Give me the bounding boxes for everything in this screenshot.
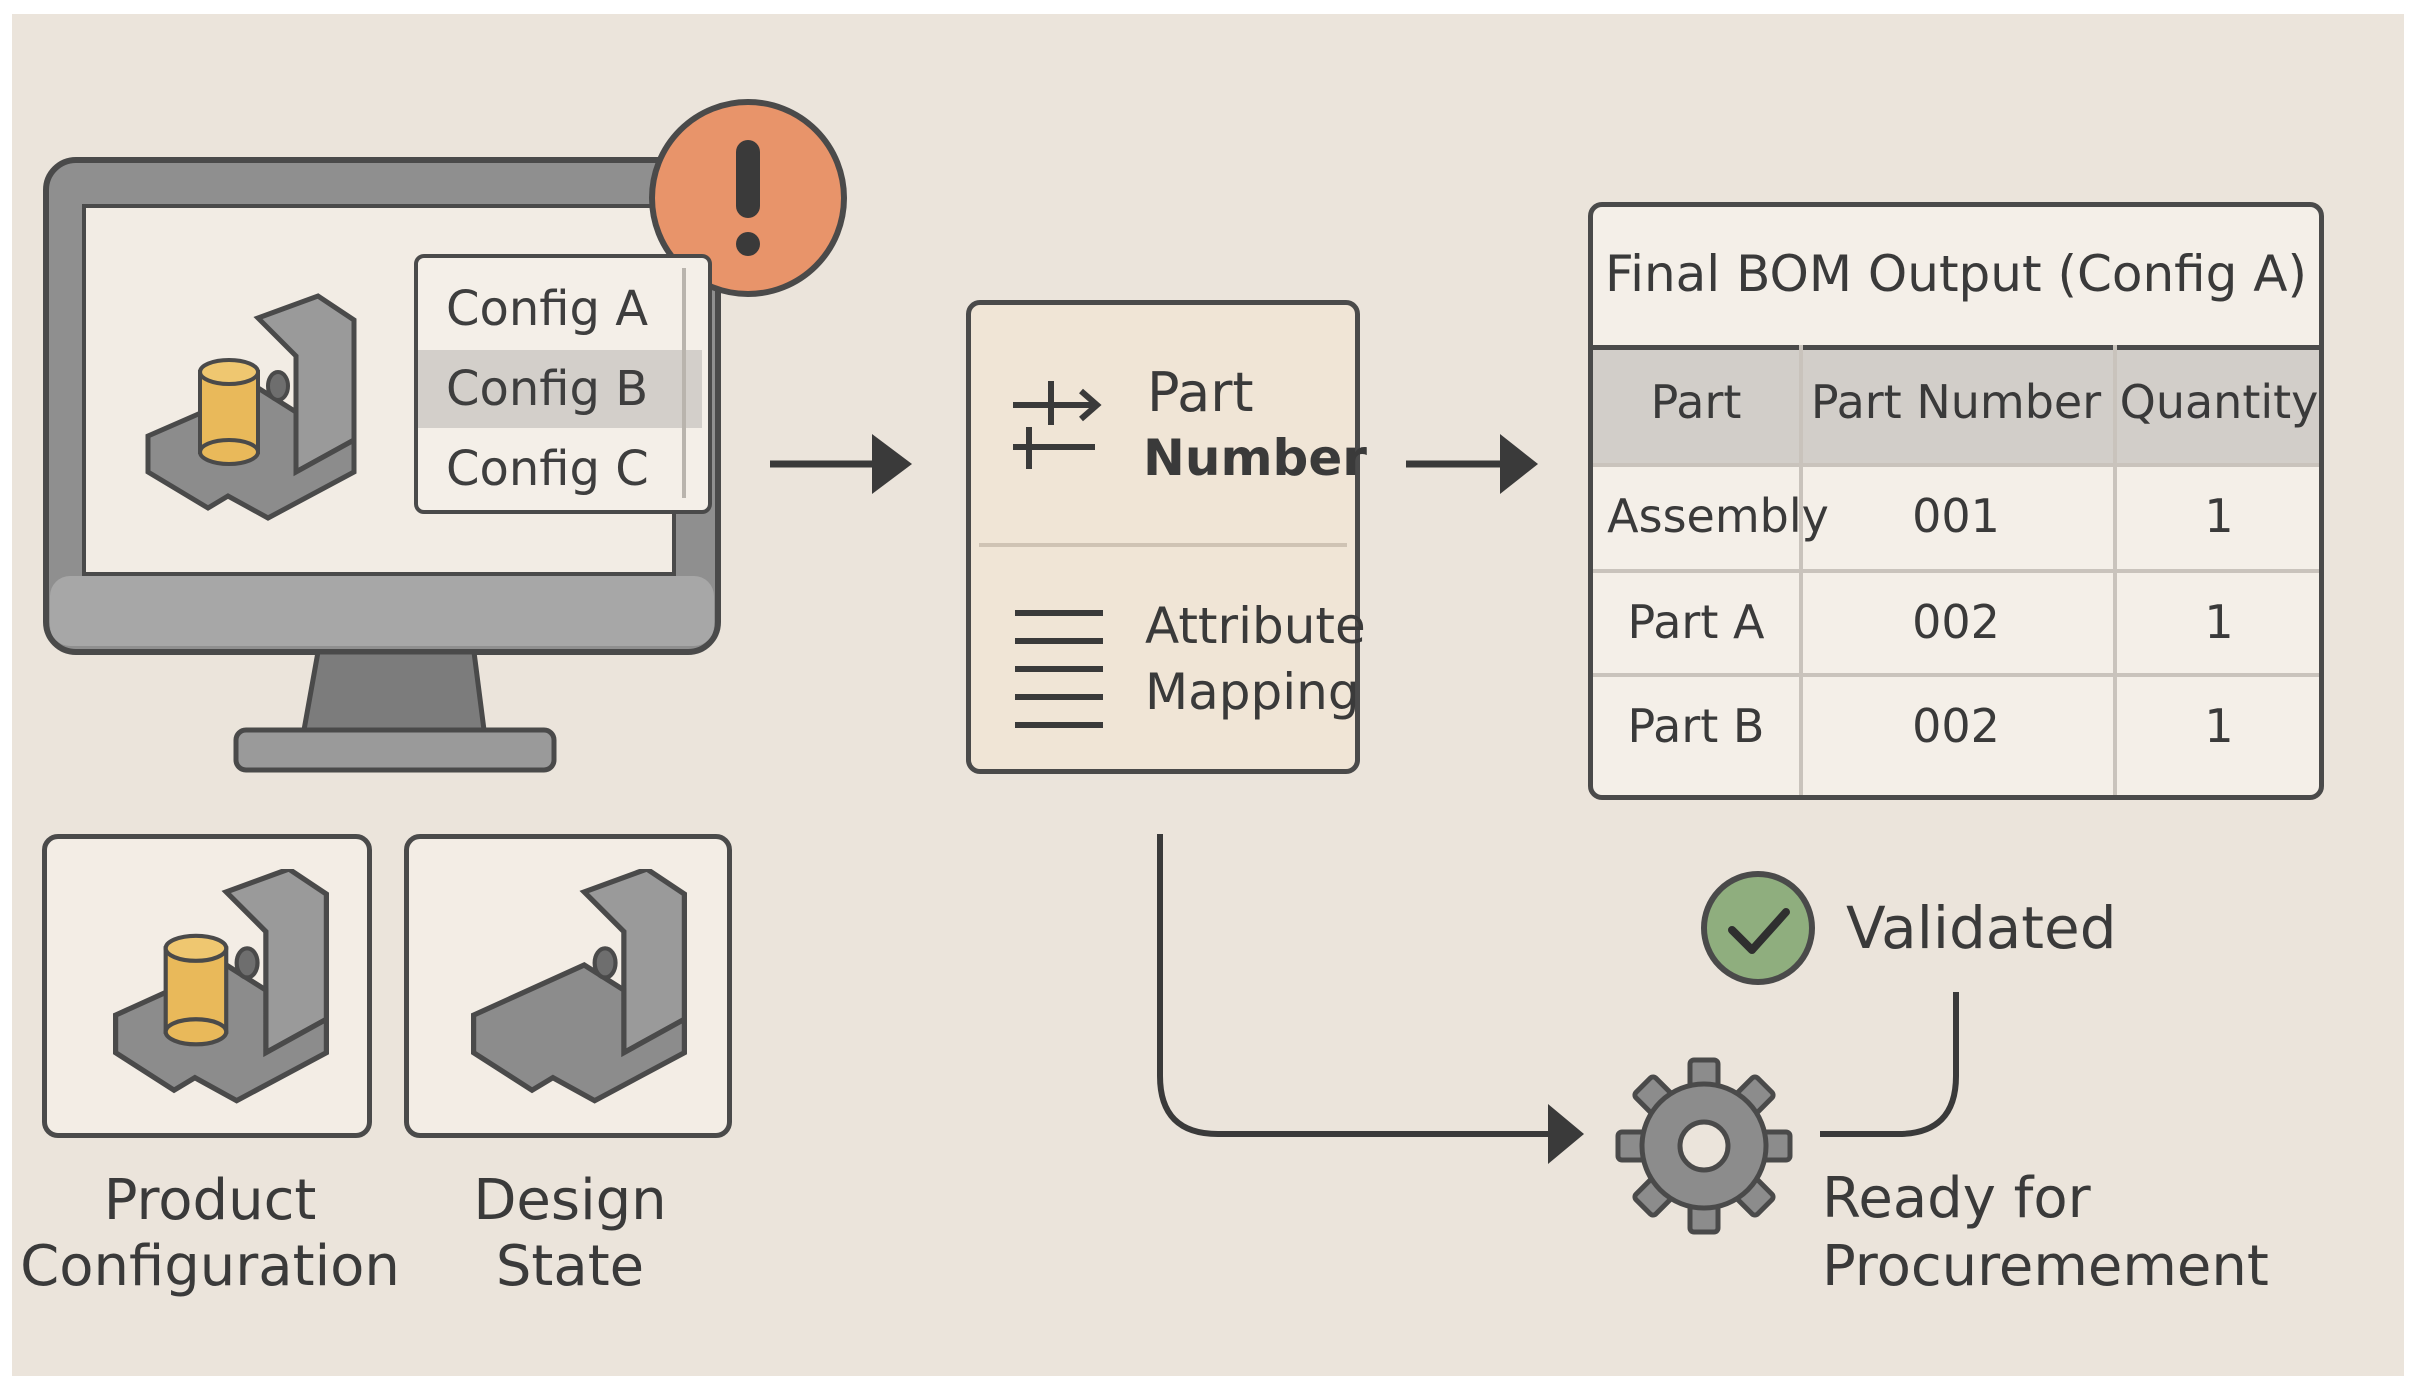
table-cell: 001 — [1912, 489, 2000, 543]
col-header-quantity: Quantity — [2119, 375, 2319, 429]
swap-arrows-icon — [1013, 381, 1102, 469]
bracket-icon — [471, 869, 687, 1104]
gear-icon — [1615, 1057, 1793, 1235]
col-header-part-number: Part Number — [1810, 375, 2102, 429]
attribute-line1: Attribute — [1145, 597, 1366, 655]
arrow-to-gear — [1157, 834, 1584, 1164]
table-cell: Part A — [1627, 595, 1765, 649]
exclamation-icon — [649, 99, 847, 297]
bracket-with-cylinder-icon — [145, 293, 357, 521]
arrow-to-bom — [1406, 434, 1538, 494]
design-state-caption-1: Design — [473, 1168, 667, 1233]
bom-header-row — [1593, 345, 2319, 465]
table-cell: Part B — [1627, 699, 1765, 753]
bracket-with-cylinder-icon — [113, 869, 329, 1104]
bom-title: Final BOM Output (Config A) — [1604, 245, 2308, 303]
design-state-caption-2: State — [495, 1234, 645, 1299]
product-configuration-caption-2: Configuration — [20, 1234, 400, 1299]
bom-table: Final BOM Output (Config A) Part Part Nu… — [1588, 202, 2324, 800]
config-dropdown[interactable]: Config A Config B Config C — [414, 254, 712, 514]
ready-for-procurement-line1: Ready for — [1822, 1166, 2091, 1231]
table-cell: 002 — [1912, 699, 2000, 753]
product-configuration-caption-1: Product — [103, 1168, 317, 1233]
ready-for-procurement-line2: Procuremement — [1822, 1234, 2269, 1299]
product-configuration-card — [42, 834, 372, 1138]
row-divider — [1593, 569, 2319, 573]
mapping-panel: Part Number Attribute Mapping — [966, 300, 1367, 774]
check-icon — [1701, 871, 1815, 985]
table-cell: Assembly — [1607, 489, 1829, 543]
design-state-card — [404, 834, 732, 1138]
table-cell: 002 — [1912, 595, 2000, 649]
dropdown-scrollbar[interactable] — [682, 268, 686, 498]
table-cell: 1 — [2204, 699, 2234, 753]
config-option-a[interactable]: Config A — [446, 281, 649, 337]
row-divider — [1593, 673, 2319, 677]
config-option-c[interactable]: Config C — [446, 441, 649, 497]
config-option-b[interactable]: Config B — [418, 350, 702, 428]
col-header-part: Part — [1650, 375, 1742, 429]
part-number-line1: Part — [1147, 361, 1254, 424]
lines-icon — [1015, 610, 1103, 728]
arrow-to-mapping — [770, 434, 912, 494]
validated-label: Validated — [1846, 894, 2117, 962]
panel-divider — [979, 543, 1347, 547]
validated-connector — [1820, 992, 1959, 1137]
row-divider — [1593, 463, 2319, 467]
table-cell: 1 — [2204, 595, 2234, 649]
part-number-line2: Number — [1143, 429, 1367, 487]
table-cell: 1 — [2204, 489, 2234, 543]
attribute-line2: Mapping — [1145, 663, 1360, 721]
